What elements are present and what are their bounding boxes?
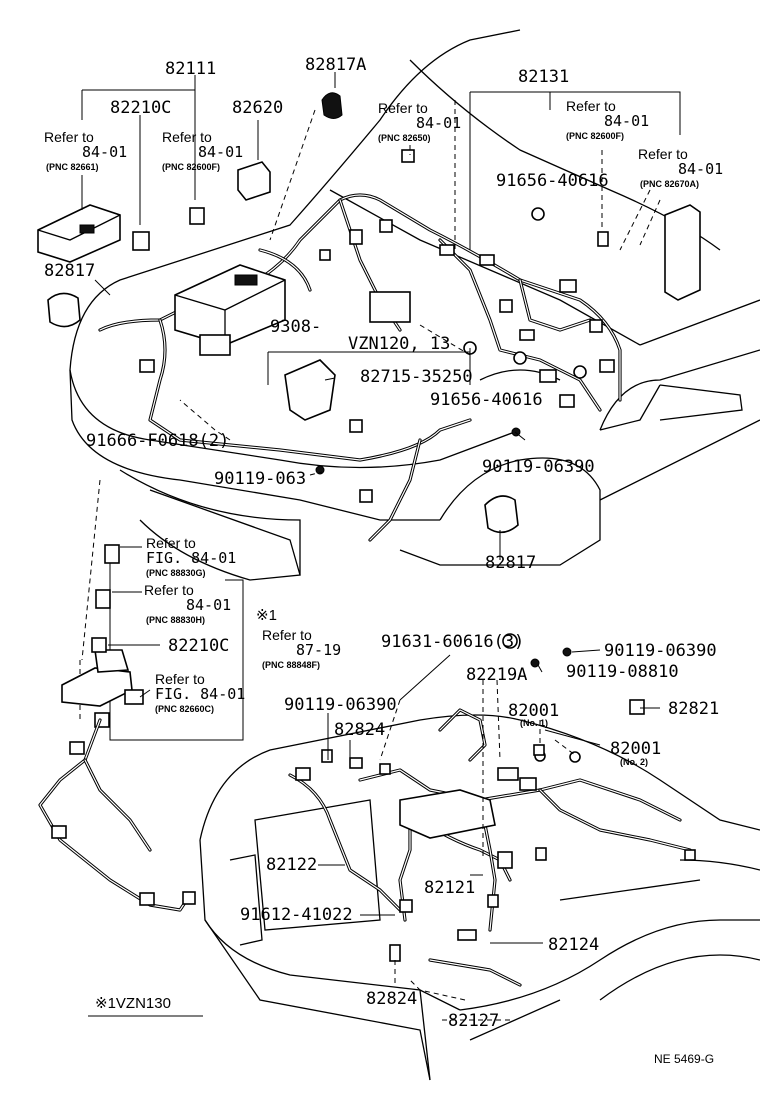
svg-text:Refer to: Refer to [162,129,212,145]
label-82210C-top: 82210C [110,98,171,118]
left-harness [38,544,196,912]
svg-text:(PNC 88830H): (PNC 88830H) [146,615,205,625]
bracket-82715 [284,359,336,421]
svg-text:Refer to: Refer to [378,100,428,116]
leader-lines [81,72,681,1021]
label-82111: 82111 [165,59,216,79]
label-90119-08810: 90119-08810 [566,662,679,682]
label-91656-40616-a: 91656-40616 [496,171,609,191]
svg-text:Refer to: Refer to [262,627,312,643]
svg-text:(PNC 88848F): (PNC 88848F) [262,660,320,670]
svg-text:84-01: 84-01 [198,143,243,161]
grommet-82817A [321,92,343,119]
svg-text:87-19: 87-19 [296,641,341,659]
svg-text:Refer to: Refer to [144,582,194,598]
svg-text:(PNC 82661): (PNC 82661) [46,162,99,172]
label-82620: 82620 [232,98,283,118]
ref-note-1: Refer to 84-01 (PNC 82661) [44,129,127,172]
label-82817A: 82817A [305,55,366,75]
relay-82620 [237,161,271,201]
ref-note-3: Refer to 84-01 (PNC 82650) [378,100,461,143]
ref-note-9: Refer to FIG. 84-01 (PNC 82660C) [155,671,245,714]
label-82210C-mid: 82210C [168,636,229,656]
svg-text:Refer to: Refer to [44,129,94,145]
clip-82650 [401,149,415,163]
label-91656-40616-b: 91656-40616 [430,390,543,410]
svg-text:Refer to: Refer to [146,535,196,551]
label-82219A: 82219A [466,665,527,685]
harness-9308 [369,291,411,323]
note-mark: ※1 [256,607,277,624]
relay-82210C [132,231,150,251]
label-82824-bottom: 82824 [366,989,417,1009]
drawing-code: NE 5469-G [654,1052,714,1066]
footer-note: ※1VZN130 [95,995,171,1012]
footer: ※1VZN130 NE 5469-G [88,995,714,1066]
ref-note-6: Refer to FIG. 84-01 (PNC 88830G) [146,535,236,578]
upper-vehicle-body [69,29,760,581]
svg-text:84-01: 84-01 [604,112,649,130]
label-91612-41022: 91612-41022 [240,905,353,925]
svg-text:Refer to: Refer to [155,671,205,687]
svg-text:FIG. 84-01: FIG. 84-01 [146,549,236,567]
reference-notes: Refer to 84-01 (PNC 82661) Refer to 84-0… [44,98,723,714]
label-82001-no2: 82001 [610,739,661,759]
lower-connectors [295,633,696,962]
svg-text:(PNC 82600F): (PNC 82600F) [162,162,220,172]
connector-right-side [664,204,701,301]
junction-block-82111 [174,264,286,356]
label-82824-top: 82824 [334,720,385,740]
grommet-82817-left [47,292,81,328]
label-82817-left: 82817 [44,261,95,281]
svg-text:(PNC 82660C): (PNC 82660C) [155,704,214,714]
grommet-82817-right [484,495,519,534]
label-82131: 82131 [518,67,569,87]
label-9308: 9308- [270,317,321,337]
label-82122: 82122 [266,855,317,875]
svg-text:Refer to: Refer to [566,98,616,114]
label-82121: 82121 [424,878,475,898]
svg-text:(PNC 82600F): (PNC 82600F) [566,131,624,141]
label-90119-06390-b: 90119-06390 [604,641,717,661]
lower-vehicle-body [199,714,760,1081]
svg-text:84-01: 84-01 [416,114,461,132]
label-vzn120: VZN120, 13 [348,334,450,354]
small-connector-refer [597,231,609,247]
upper-connectors [139,219,615,503]
svg-text:(PNC 88830G): (PNC 88830G) [146,568,206,578]
label-82715-35250: 82715-35250 [360,367,473,387]
label-82821: 82821 [668,699,719,719]
relay-82620-small [189,207,205,225]
svg-text:84-01: 84-01 [186,596,231,614]
label-91631-60616: 91631-60616(3) [381,632,524,652]
label-82124: 82124 [548,935,599,955]
svg-text:(PNC 82650): (PNC 82650) [378,133,431,143]
label-82127: 82127 [448,1011,499,1031]
svg-text:84-01: 84-01 [82,143,127,161]
svg-text:FIG. 84-01: FIG. 84-01 [155,685,245,703]
clip-91656-a [531,207,545,221]
part-labels: 82111 82817A 82131 82210C 82620 91656-40… [44,55,719,1031]
label-no1: (No. 1) [520,718,548,728]
ref-note-2: Refer to 84-01 (PNC 82600F) [162,129,243,172]
ref-note-4: Refer to 84-01 (PNC 82600F) [566,98,649,141]
label-82817-right: 82817 [485,553,536,573]
label-90119-063: 90119-063 [214,469,306,489]
fuse-block-left-top [37,204,121,263]
ref-note-5: Refer to 84-01 (PNC 82670A) [638,146,723,189]
ref-note-7: Refer to 84-01 (PNC 88830H) [144,582,231,625]
ref-note-8: ※1 Refer to 87-19 (PNC 88848F) [256,607,341,670]
label-91666-f0618: 91666-F0618(2) [86,431,229,451]
label-90119-06390-c: 90119-06390 [284,695,397,715]
label-no2: (No. 2) [620,757,648,767]
svg-text:84-01: 84-01 [678,160,723,178]
svg-text:(PNC 82670A): (PNC 82670A) [640,179,699,189]
label-82001-no1: 82001 [508,701,559,721]
label-90119-06390-a: 90119-06390 [482,457,595,477]
svg-text:Refer to: Refer to [638,146,688,162]
